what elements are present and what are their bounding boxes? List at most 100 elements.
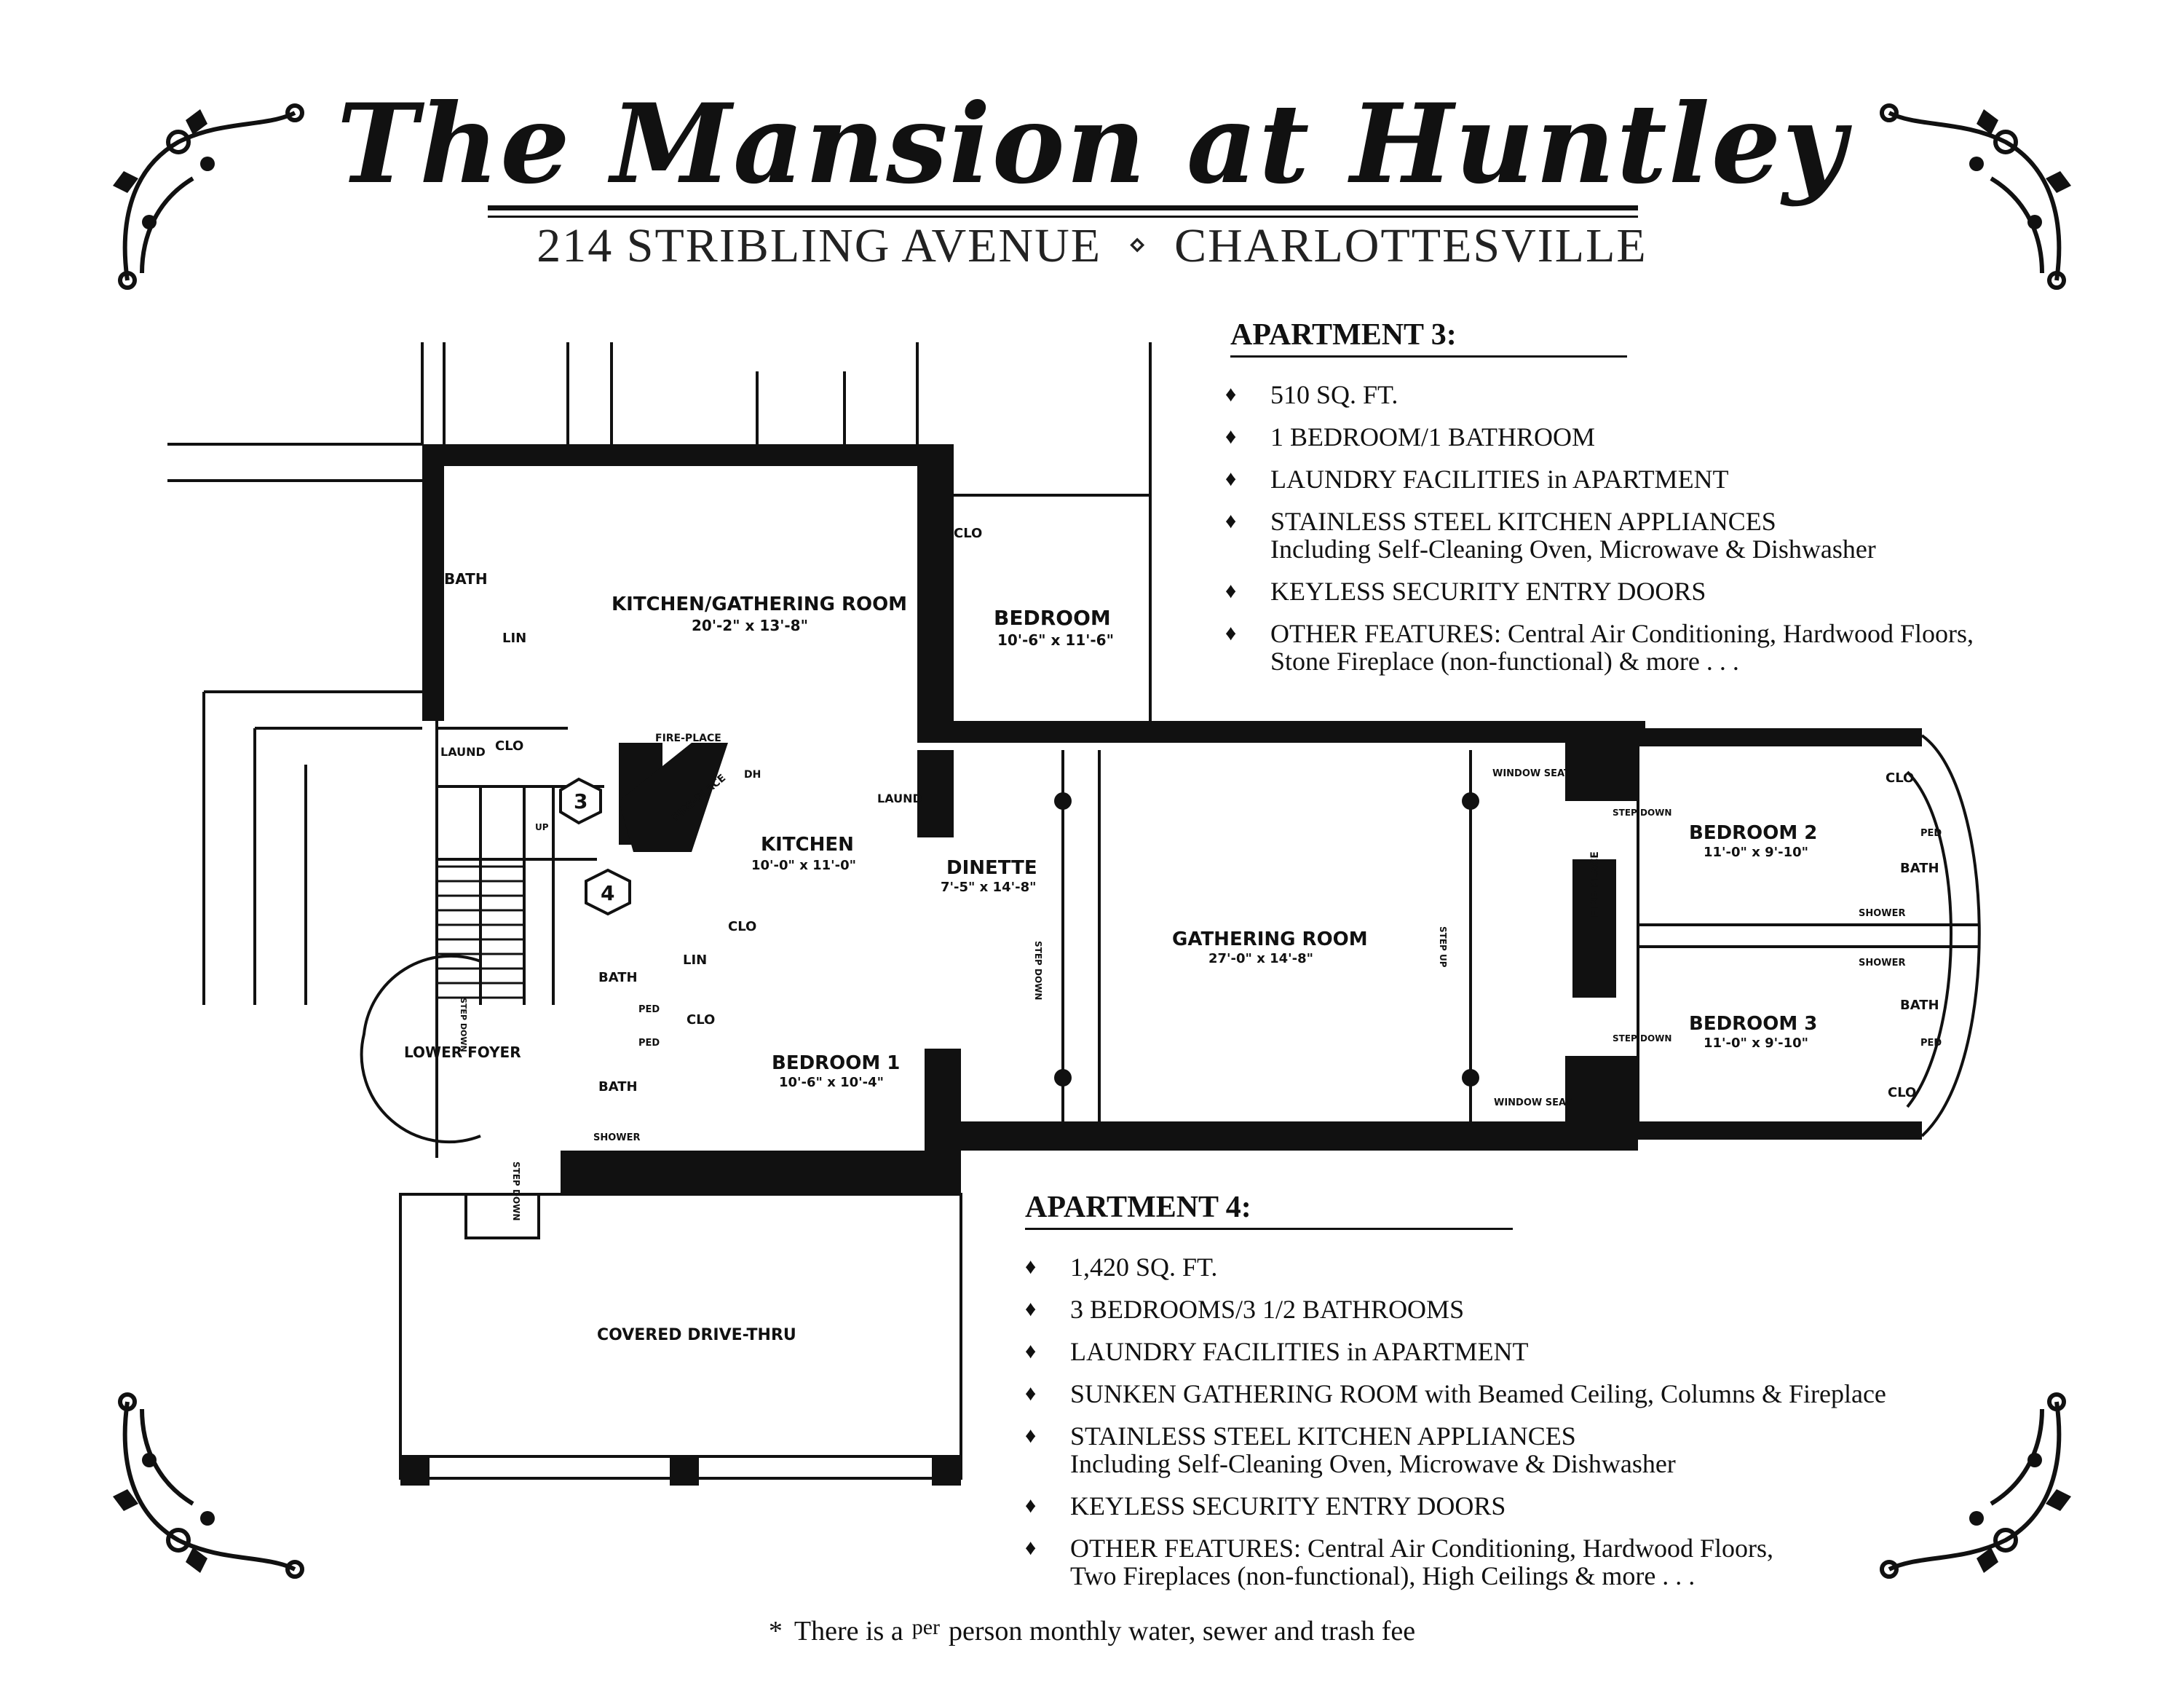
label-kitchen-gathering-dim: 20'-2" x 13'-8" <box>692 617 808 634</box>
label-apt4-marker: 4 <box>601 881 614 905</box>
label-bedroom1-dim: 10'-6" x 10'-4" <box>779 1075 884 1090</box>
corner-ornament-bottom-left <box>113 1392 304 1579</box>
diamond-bullet-icon: ♦ <box>1025 1255 1037 1279</box>
apartment4-feature-item: ♦ SUNKEN GATHERING ROOM with Beamed Ceili… <box>1025 1379 2017 1408</box>
label-lower-foyer: LOWER FOYER <box>404 1044 521 1061</box>
label-laund-top: LAUND <box>440 745 486 759</box>
label-step-down-2: STEP DOWN <box>511 1162 521 1220</box>
label-bath-right-2: BATH <box>1900 998 1939 1013</box>
label-ped-a: PED <box>638 1004 660 1015</box>
diamond-bullet-icon: ♦ <box>1225 509 1237 533</box>
label-bath-b: BATH <box>598 1079 638 1095</box>
label-kitchen-dim: 10'-0" x 11'-0" <box>751 858 856 873</box>
apartment4-feature-subtext: Including Self-Cleaning Oven, Microwave … <box>1070 1449 1676 1478</box>
apartment4-feature-text: 1,420 SQ. FT. <box>1070 1253 1218 1282</box>
label-clo-mid: CLO <box>495 738 523 754</box>
label-step-down-3: STEP DOWN <box>1613 808 1671 818</box>
diamond-bullet-icon: ♦ <box>1225 382 1237 406</box>
label-fireplace-3: FIRE-PLACE <box>1589 851 1601 918</box>
apartment3-feature-list: ♦ 510 SQ. FT. ♦ 1 BEDROOM/1 BATHROOM ♦ LAUNDR… <box>1225 380 2144 676</box>
address-separator: ⋄ <box>1128 228 1148 261</box>
apartment3-feature-item: ♦ 1 BEDROOM/1 BATHROOM <box>1225 422 2144 451</box>
label-ped-b: PED <box>638 1038 660 1049</box>
label-step-down-stair: STEP DOWN <box>459 998 468 1052</box>
apartment4-feature-item: ♦KEYLESS SECURITY ENTRY DOORS <box>1025 1491 2017 1521</box>
label-bedroom3: BEDROOM 3 <box>1689 1013 1817 1035</box>
label-dinette: DINETTE <box>946 857 1037 879</box>
label-bedroom1: BEDROOM 1 <box>772 1052 900 1074</box>
footnote-star: * <box>768 1616 783 1646</box>
apartment4-feature-text: STAINLESS STEEL KITCHEN APPLIANCES <box>1070 1421 1576 1451</box>
apartment4-feature-item: ♦LAUNDRY FACILITIES in APARTMENT <box>1025 1337 2017 1366</box>
corner-ornament-top-right <box>1880 103 2071 290</box>
label-fireplace-1: FIRE-PLACE <box>655 733 721 744</box>
apartment4-feature-text: KEYLESS SECURITY ENTRY DOORS <box>1070 1491 1506 1521</box>
diamond-bullet-icon: ♦ <box>1025 1297 1037 1321</box>
apartment3-heading: APARTMENT 3: <box>1230 318 1627 358</box>
apartment4-heading: APARTMENT 4: <box>1025 1190 1513 1230</box>
label-kitchen: KITCHEN <box>761 834 854 856</box>
footnote-pre: There is a <box>794 1616 903 1646</box>
label-bedroom2-dim: 11'-0" x 9'-10" <box>1704 845 1808 860</box>
label-shower-a: SHOWER <box>593 1132 641 1143</box>
label-window-seat-bottom: WINDOW SEAT <box>1494 1097 1572 1108</box>
apartment3-feature-text: 510 SQ. FT. <box>1270 380 1398 409</box>
apartment4-feature-item: ♦ 1,420 SQ. FT. <box>1025 1253 2017 1282</box>
label-kitchen-gathering: KITCHEN/GATHERING ROOM <box>612 593 907 615</box>
apartment3-feature-item: ♦ OTHER FEATURES: Central Air Conditionin… <box>1225 619 2144 676</box>
diamond-bullet-icon: ♦ <box>1025 1536 1037 1560</box>
footnote: * There is a per person monthly water, sewe… <box>0 1615 2184 1647</box>
label-clo-kitchen: CLO <box>728 919 756 934</box>
apartment4-feature-subtext: Two Fireplaces (non-functional), High Ce… <box>1070 1561 1696 1590</box>
diamond-bullet-icon: ♦ <box>1025 1424 1037 1448</box>
label-dh: DH <box>744 769 761 781</box>
apartment3-feature-text: KEYLESS SECURITY ENTRY DOORS <box>1270 577 1706 606</box>
address-line: 214 STRIBLING AVENUE ⋄ CHARLOTTESVILLE <box>0 218 2184 274</box>
label-ped-right-2: PED <box>1920 1038 1942 1049</box>
diamond-bullet-icon: ♦ <box>1225 621 1237 645</box>
footnote-per: per <box>911 1615 941 1639</box>
label-gathering: GATHERING ROOM <box>1172 928 1368 950</box>
footnote-post: person monthly water, sewer and trash fe… <box>949 1616 1416 1646</box>
street-address: 214 STRIBLING AVENUE <box>537 219 1102 272</box>
label-laund-2: LAUND <box>877 792 922 805</box>
apartment3-feature-text: STAINLESS STEEL KITCHEN APPLIANCES <box>1270 507 1776 536</box>
apartment3-feature-text: 1 BEDROOM/1 BATHROOM <box>1270 422 1596 451</box>
apartment3-feature-text: LAUNDRY FACILITIES in APARTMENT <box>1270 465 1729 494</box>
apartment3-feature-subtext: Including Self-Cleaning Oven, Microwave … <box>1270 535 1876 564</box>
apartment3-section: APARTMENT 3: ♦ 510 SQ. FT. ♦ 1 BEDROOM/1 BA… <box>1225 318 2104 690</box>
page-title: The Mansion at Huntley <box>336 80 1848 208</box>
floor-plan: KITCHEN/GATHERING ROOM 20'-2" x 13'-8" B… <box>167 342 1981 1486</box>
label-bath-top: BATH <box>444 570 488 588</box>
label-covered-drive-thru: COVERED DRIVE-THRU <box>597 1326 796 1344</box>
diamond-bullet-icon: ♦ <box>1025 1381 1037 1405</box>
label-bath-right-1: BATH <box>1900 861 1939 876</box>
apartment4-feature-item: ♦ OTHER FEATURES: Central Air Conditionin… <box>1025 1534 2017 1590</box>
apartment4-feature-item: ♦ 3 BEDROOMS/3 1/2 BATHROOMS <box>1025 1295 2017 1324</box>
apartment4-feature-text: SUNKEN GATHERING ROOM with Beamed Ceilin… <box>1070 1379 1886 1408</box>
label-bedroom-dim: 10'-6" x 11'-6" <box>997 631 1114 649</box>
title-rule-thin <box>488 216 1638 218</box>
label-window-seat-top: WINDOW SEAT <box>1492 768 1570 779</box>
label-step-up: STEP UP <box>1438 926 1448 968</box>
apartment4-feature-text: 3 BEDROOMS/3 1/2 BATHROOMS <box>1070 1295 1465 1324</box>
label-shower-right-1: SHOWER <box>1859 908 1906 919</box>
label-bedroom: BEDROOM <box>994 606 1111 630</box>
title-rule <box>488 205 1638 210</box>
apartment3-feature-subtext: Stone Fireplace (non-functional) & more … <box>1270 647 1739 676</box>
label-dinette-dim: 7'-5" x 14'-8" <box>941 880 1036 895</box>
apartment4-feature-text: OTHER FEATURES: Central Air Conditioning… <box>1070 1534 1773 1563</box>
label-lin-top: LIN <box>502 631 526 646</box>
label-clo-right-2: CLO <box>1888 1085 1916 1100</box>
label-step-down-1: STEP DOWN <box>1033 941 1043 1000</box>
label-bedroom3-dim: 11'-0" x 9'-10" <box>1704 1036 1808 1051</box>
corner-ornament-top-left <box>113 103 304 290</box>
apartment3-feature-text: OTHER FEATURES: Central Air Conditioning… <box>1270 619 1974 648</box>
apartment4-feature-text: LAUNDRY FACILITIES in APARTMENT <box>1070 1337 1529 1366</box>
label-up-stair: UP <box>535 822 549 832</box>
label-step-down-4: STEP DOWN <box>1613 1033 1671 1044</box>
diamond-bullet-icon: ♦ <box>1225 425 1237 449</box>
label-ped-right-1: PED <box>1920 828 1942 839</box>
